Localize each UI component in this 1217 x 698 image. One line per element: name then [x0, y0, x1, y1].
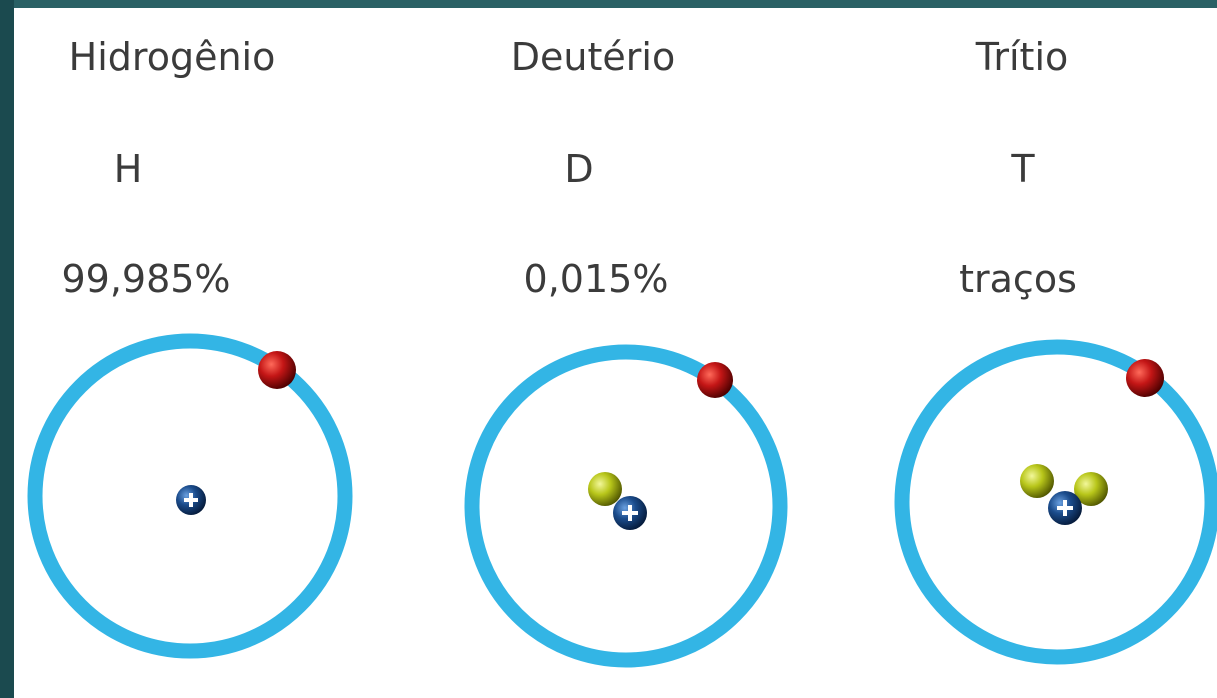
proton-plus-icon — [1048, 491, 1082, 525]
isotope-symbol-tritium: T — [1011, 147, 1035, 191]
isotope-name-hydrogen: Hidrogênio — [68, 35, 276, 79]
atom-hydrogen — [27, 333, 353, 659]
orbit-ring — [27, 333, 353, 659]
isotope-abundance-hydrogen: 99,985% — [61, 257, 231, 301]
isotope-name-tritium: Trítio — [975, 35, 1069, 79]
atom-deuterium — [464, 344, 788, 668]
orbit-ring — [894, 339, 1217, 665]
isotope-name-deuterium: Deutério — [510, 35, 676, 79]
electron-sphere-icon — [1126, 359, 1164, 397]
electron-sphere-icon — [258, 351, 296, 389]
frame-top-bar — [0, 0, 1217, 8]
proton-plus-icon — [176, 485, 206, 515]
isotope-symbol-deuterium: D — [564, 147, 594, 191]
neutron-sphere-icon — [1020, 464, 1054, 498]
frame-left-bar — [0, 0, 14, 698]
atom-tritium — [894, 339, 1217, 665]
proton-plus-icon — [613, 496, 647, 530]
electron-sphere-icon — [697, 362, 733, 398]
neutron-sphere-icon — [1074, 472, 1108, 506]
orbit-ring — [464, 344, 788, 668]
isotope-abundance-deuterium: 0,015% — [523, 257, 669, 301]
isotope-abundance-tritium: traços — [959, 257, 1077, 301]
neutron-sphere-icon — [588, 472, 622, 506]
isotope-symbol-hydrogen: H — [113, 147, 143, 191]
